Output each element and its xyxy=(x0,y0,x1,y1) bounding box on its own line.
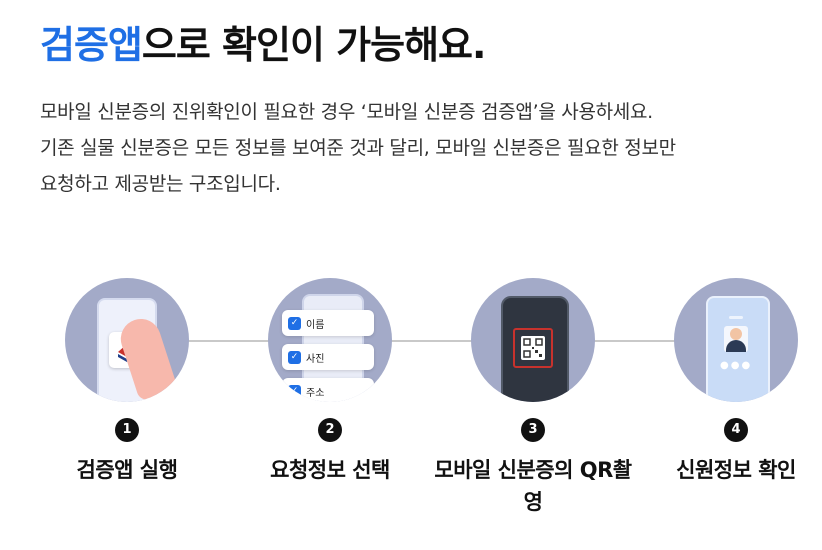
step-1: 1 검증앱 실행 xyxy=(27,278,227,486)
step-3: 3 모바일 신분증의 QR촬영 xyxy=(433,278,633,518)
step-connector-line xyxy=(127,340,737,342)
description: 모바일 신분증의 진위확인이 필요한 경우 ‘모바일 신분증 검증앱’을 사용하… xyxy=(40,94,810,202)
checklist-icon: ✓ 이름 ✓ 사진 ✓ 주소 xyxy=(268,278,392,402)
headline-accent: 검증앱 xyxy=(40,23,143,67)
page-title: 검증앱으로 확인이 가능해요. xyxy=(40,18,487,72)
checkbox-checked-icon: ✓ xyxy=(288,316,301,330)
step-number-badge: 2 xyxy=(318,418,342,442)
step-2: ✓ 이름 ✓ 사진 ✓ 주소 2 요청정보 선택 xyxy=(230,278,430,486)
option-photo: ✓ 사진 xyxy=(282,344,374,370)
step-number-badge: 1 xyxy=(115,418,139,442)
step-label: 요청정보 선택 xyxy=(270,458,390,482)
checkbox-checked-icon: ✓ xyxy=(288,384,301,398)
step-number-badge: 4 xyxy=(724,418,748,442)
headline-rest: 으로 확인이 가능해요. xyxy=(141,23,487,67)
description-line: 요청하고 제공받는 구조입니다. xyxy=(40,173,281,195)
step-label: 검증앱 실행 xyxy=(76,458,178,482)
step-4: ●●● 4 신원정보 확인 xyxy=(636,278,822,486)
step-number-badge: 3 xyxy=(521,418,545,442)
verification-app-icon xyxy=(65,278,189,402)
step-label: 모바일 신분증의 QR촬영 xyxy=(434,458,632,514)
step-label: 신원정보 확인 xyxy=(676,458,796,482)
description-line: 모바일 신분증의 진위확인이 필요한 경우 ‘모바일 신분증 검증앱’을 사용하… xyxy=(40,101,653,123)
qr-scan-icon xyxy=(471,278,595,402)
option-name: ✓ 이름 xyxy=(282,310,374,336)
option-address: ✓ 주소 xyxy=(282,378,374,402)
description-line: 기존 실물 신분증은 모든 정보를 보여준 것과 달리, 모바일 신분증은 필요… xyxy=(40,137,676,159)
checkbox-checked-icon: ✓ xyxy=(288,350,301,364)
profile-id-icon: ●●● xyxy=(674,278,798,402)
